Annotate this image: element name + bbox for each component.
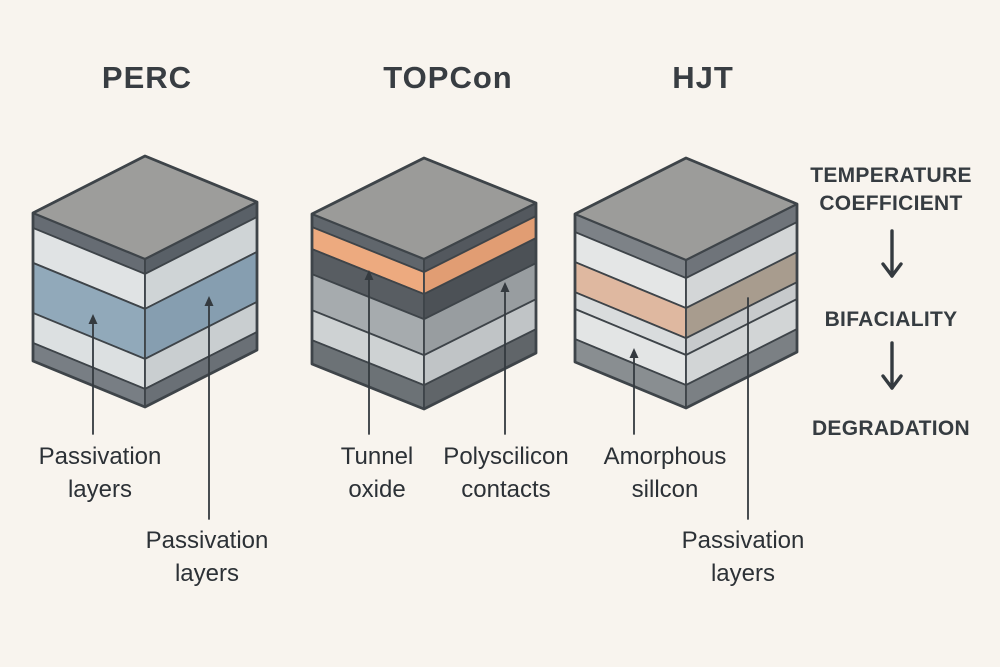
label-hjt-amorphous-silicon: Amorphous sillcon: [604, 440, 727, 506]
title-hjt: HJT: [672, 60, 734, 95]
label-line: sillcon: [631, 476, 699, 503]
label-perc-passivation-1: Passivation layers: [39, 440, 162, 506]
label-line: Passivation: [681, 527, 805, 554]
label-temperature-coefficient: TEMPERATURE COEFFICIENT: [791, 162, 991, 218]
hjt-cube: [573, 156, 799, 410]
pointer-arrow-1: [204, 296, 214, 520]
pointer-arrow-0: [88, 314, 98, 435]
label-line: layers: [174, 560, 240, 587]
title-perc: PERC: [101, 60, 193, 95]
temperature-line2: COEFFICIENT: [819, 192, 963, 215]
perc-cube: [31, 154, 259, 409]
down-arrow-head-left: [881, 262, 894, 278]
pointer-arrowhead-icon: [88, 314, 98, 324]
label-line: layers: [710, 560, 776, 587]
label-perc-passivation-2: Passivation layers: [146, 524, 269, 590]
label-topcon-polysilicon-contacts: Polyscilicon contacts: [443, 440, 568, 506]
label-hjt-passivation: Passivation layers: [682, 524, 805, 590]
cube-silhouette: [310, 156, 538, 411]
label-line: layers: [67, 476, 133, 503]
down-arrow-icon-1: [881, 341, 903, 390]
pointer-arrowhead-icon: [364, 270, 374, 280]
pointer-arrowhead-icon: [204, 296, 214, 306]
label-degradation: DEGRADATION: [811, 417, 971, 440]
down-arrow-head-right: [890, 262, 903, 278]
down-arrow-icon-0: [881, 229, 903, 278]
label-line: Tunnel: [340, 443, 414, 470]
label-line: contacts: [461, 476, 551, 503]
label-line: Passivation: [145, 527, 269, 554]
title-topcon: TOPCon: [383, 60, 513, 95]
label-line: oxide: [348, 476, 406, 503]
label-line: Amorphous: [603, 443, 727, 470]
cube-silhouette: [31, 154, 259, 409]
pointer-arrowhead-icon: [500, 282, 510, 292]
label-bifaciality: BIFACIALITY: [824, 308, 958, 331]
pointer-arrow-4: [629, 348, 639, 435]
down-arrow-head-left: [881, 374, 894, 390]
label-line: Polyscilicon: [443, 443, 569, 470]
down-arrow-head-right: [890, 374, 903, 390]
topcon-cube: [310, 156, 538, 411]
label-topcon-tunnel-oxide: Tunnel oxide: [341, 440, 414, 506]
pointer-arrow-3: [500, 282, 510, 435]
cube-silhouette: [573, 156, 799, 410]
label-line: Passivation: [38, 443, 162, 470]
pointer-arrow-2: [364, 270, 374, 435]
pointer-arrowhead-icon: [629, 348, 639, 358]
temperature-line1: TEMPERATURE: [810, 164, 972, 187]
